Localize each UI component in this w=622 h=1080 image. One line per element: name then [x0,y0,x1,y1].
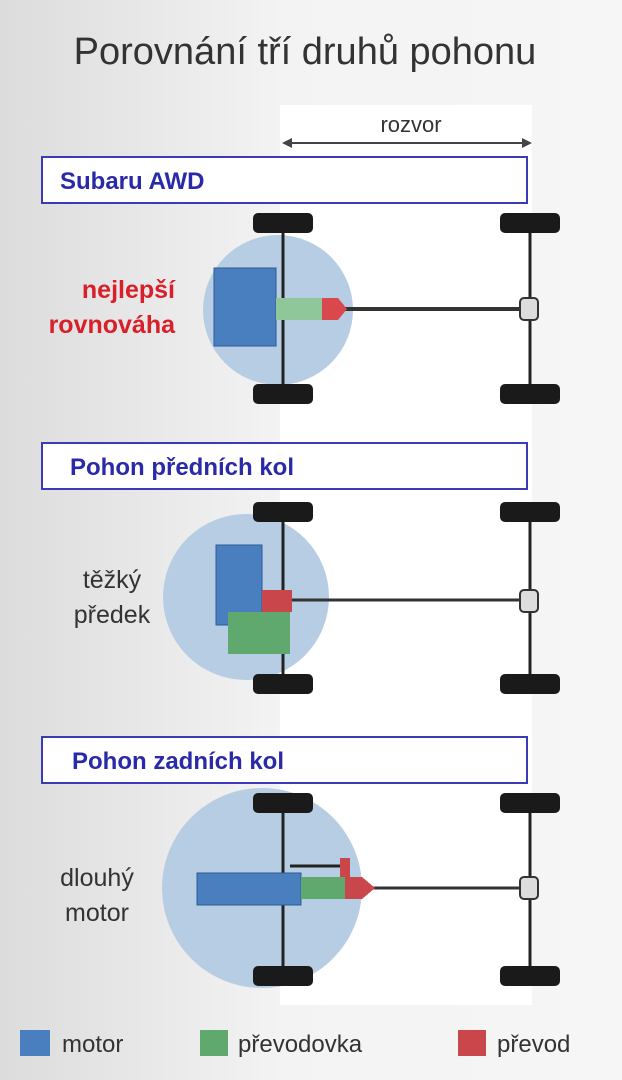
section-note-line2: motor [65,899,129,927]
transfer [262,590,292,612]
section-heading-box [41,442,528,490]
wheel [500,502,560,522]
wheel [253,966,313,986]
rear-differential [519,297,539,321]
transfer [340,858,375,899]
section-heading: Subaru AWD [60,168,204,195]
legend-swatch-motor [20,1030,50,1056]
section-heading-box [41,156,528,204]
wheel [253,793,313,813]
legend-label-transfer: převod [497,1031,570,1058]
transfer [322,298,347,320]
section-note-line1: dlouhý [60,864,134,892]
gearbox [276,298,324,320]
section-rwd: Pohon zadních kol dlouhý motor [41,736,560,988]
wheel [253,213,313,233]
wheel [500,966,560,986]
wheel [253,502,313,522]
legend-label-gearbox: převodovka [238,1031,363,1058]
wheelbase-label: rozvor [380,112,441,137]
section-note-line1: těžký [83,566,142,594]
section-awd: Subaru AWD nejlepší rovnováha [41,156,560,404]
engine-block [213,267,277,347]
wheel [253,384,313,404]
wheel [500,793,560,813]
engine-block [196,872,302,906]
wheel [500,674,560,694]
section-heading-box [41,736,528,784]
wheel [500,384,560,404]
section-fwd: Pohon předních kol těžký předek [41,442,560,694]
gearbox [301,877,345,899]
section-heading: Pohon zadních kol [72,748,284,775]
legend-swatch-gearbox [200,1030,228,1056]
section-note-line2: předek [74,601,151,629]
legend-label-motor: motor [62,1031,123,1058]
wheel [253,674,313,694]
legend: motor převodovka převod [20,1030,570,1058]
legend-swatch-transfer [458,1030,486,1056]
page-title: Porovnání tří druhů pohonu [74,31,537,73]
section-heading: Pohon předních kol [70,454,294,481]
section-note-line2: rovnováha [49,311,177,339]
engine-block [215,544,263,626]
gearbox [228,612,290,654]
wheel [500,213,560,233]
section-note-line1: nejlepší [82,276,176,304]
wheelbase-arrow: rozvor [282,112,532,148]
